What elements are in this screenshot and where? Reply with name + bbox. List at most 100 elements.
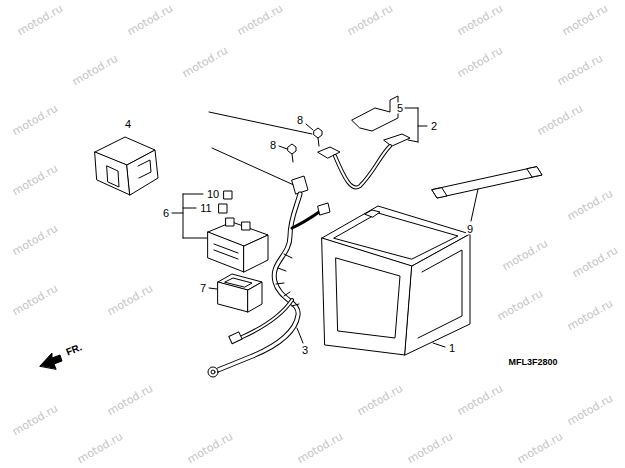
- watermark: motod.ru: [345, 3, 394, 38]
- bracket-line: [183, 238, 207, 239]
- callout-number: 10: [206, 189, 220, 200]
- callout-number: 9: [466, 224, 474, 235]
- bolt-part: [288, 128, 322, 162]
- harness-terminal: [318, 203, 330, 215]
- watermark: motod.ru: [555, 53, 604, 88]
- strap-end: [432, 188, 447, 198]
- relay-side: [244, 235, 268, 272]
- watermark: motod.ru: [15, 3, 64, 38]
- ring-terminal: [211, 370, 215, 374]
- leader-line: [209, 288, 217, 289]
- leader-line: [297, 328, 303, 343]
- cable-outline: [335, 146, 390, 188]
- bolt-shaft: [292, 154, 293, 162]
- battery-panel: [336, 258, 400, 338]
- watermark: motod.ru: [570, 245, 619, 280]
- harness-wrap: [276, 254, 299, 306]
- cover-notch: [107, 166, 119, 187]
- bolt-head: [288, 144, 296, 154]
- bracket-plate: [352, 96, 398, 131]
- watermark: motod.ru: [455, 3, 504, 38]
- callout-number: 6: [162, 208, 170, 219]
- watermark: motod.ru: [500, 238, 549, 273]
- leader-line: [279, 146, 287, 149]
- relay-terminal: [226, 218, 234, 226]
- watermark: motod.ru: [560, 3, 609, 38]
- watermark: motod.ru: [535, 103, 584, 138]
- battery-rim: [334, 213, 458, 259]
- watermark: motod.ru: [75, 430, 124, 465]
- harness-fill: [218, 194, 300, 370]
- watermark: motod.ru: [185, 430, 234, 465]
- bolt-head: [314, 128, 322, 138]
- watermark: motod.ru: [355, 383, 404, 418]
- battery-side: [405, 234, 470, 355]
- cover-part: [95, 137, 158, 195]
- strap-band: [432, 167, 542, 198]
- leader-line: [306, 124, 313, 130]
- callout-number: 5: [396, 103, 404, 114]
- bracket-line: [183, 194, 203, 195]
- leader-lines: [172, 108, 478, 347]
- watermark: motod.ru: [405, 430, 454, 465]
- harness-terminal: [292, 176, 308, 194]
- harness-part: [208, 176, 330, 377]
- bracket-line: [183, 208, 196, 209]
- relay-rib: [214, 244, 238, 259]
- watermark: motod.ru: [295, 430, 344, 465]
- watermark: motod.ru: [10, 163, 59, 198]
- leader-line: [471, 189, 478, 221]
- strap-part: [432, 167, 542, 198]
- harness-outline: [218, 194, 300, 370]
- watermark: motod.ru: [180, 45, 229, 80]
- bracket-line: [408, 140, 418, 142]
- bracket-part: [318, 96, 410, 188]
- drawing-code: MFL3F2800: [507, 358, 558, 367]
- cable-terminal: [384, 134, 410, 146]
- callout-number: 1: [448, 343, 456, 354]
- harness-outline: [240, 300, 292, 338]
- strap-end: [527, 167, 542, 177]
- guide-line: [212, 148, 296, 186]
- watermark: motod.ru: [455, 383, 504, 418]
- bracket-line: [172, 213, 183, 214]
- callout-number: 8: [296, 115, 304, 126]
- harness-outline: [292, 210, 322, 228]
- leader-line: [433, 343, 445, 347]
- bracket-line: [183, 194, 184, 238]
- watermark: motod.ru: [515, 430, 564, 465]
- bracket-line: [418, 108, 419, 142]
- fuse-part: [224, 191, 232, 199]
- watermark: motod.ru: [565, 188, 614, 223]
- watermark: motod.ru: [105, 383, 154, 418]
- cover-side: [127, 150, 158, 195]
- guide-line: [209, 112, 312, 134]
- watermark: motod.ru: [125, 3, 174, 38]
- watermark: motod.ru: [70, 53, 119, 88]
- harness-plug: [229, 332, 242, 344]
- watermark: motod.ru: [565, 298, 614, 333]
- fuse-part: [219, 204, 227, 213]
- watermark: motod.ru: [565, 393, 614, 428]
- direction-label: FR.: [64, 342, 85, 358]
- bracket-line: [405, 108, 418, 109]
- watermark: motod.ru: [10, 103, 59, 138]
- watermark: motod.ru: [10, 223, 59, 258]
- cable-fill: [335, 146, 390, 188]
- cover-rib: [138, 160, 151, 178]
- relay-part: [208, 191, 268, 272]
- watermark: motod.ru: [10, 283, 59, 318]
- ring-terminal: [208, 367, 218, 377]
- callout-number: 2: [430, 121, 438, 132]
- relay-terminal: [242, 222, 250, 230]
- bracket-line: [418, 126, 427, 127]
- watermark: motod.ru: [455, 45, 504, 80]
- front-arrow: [40, 353, 62, 369]
- watermark: motod.ru: [495, 288, 544, 323]
- callout-number: 11: [199, 203, 212, 214]
- bolt-shaft: [318, 138, 319, 146]
- callout-number: 8: [269, 140, 277, 151]
- callout-number: 7: [199, 283, 207, 294]
